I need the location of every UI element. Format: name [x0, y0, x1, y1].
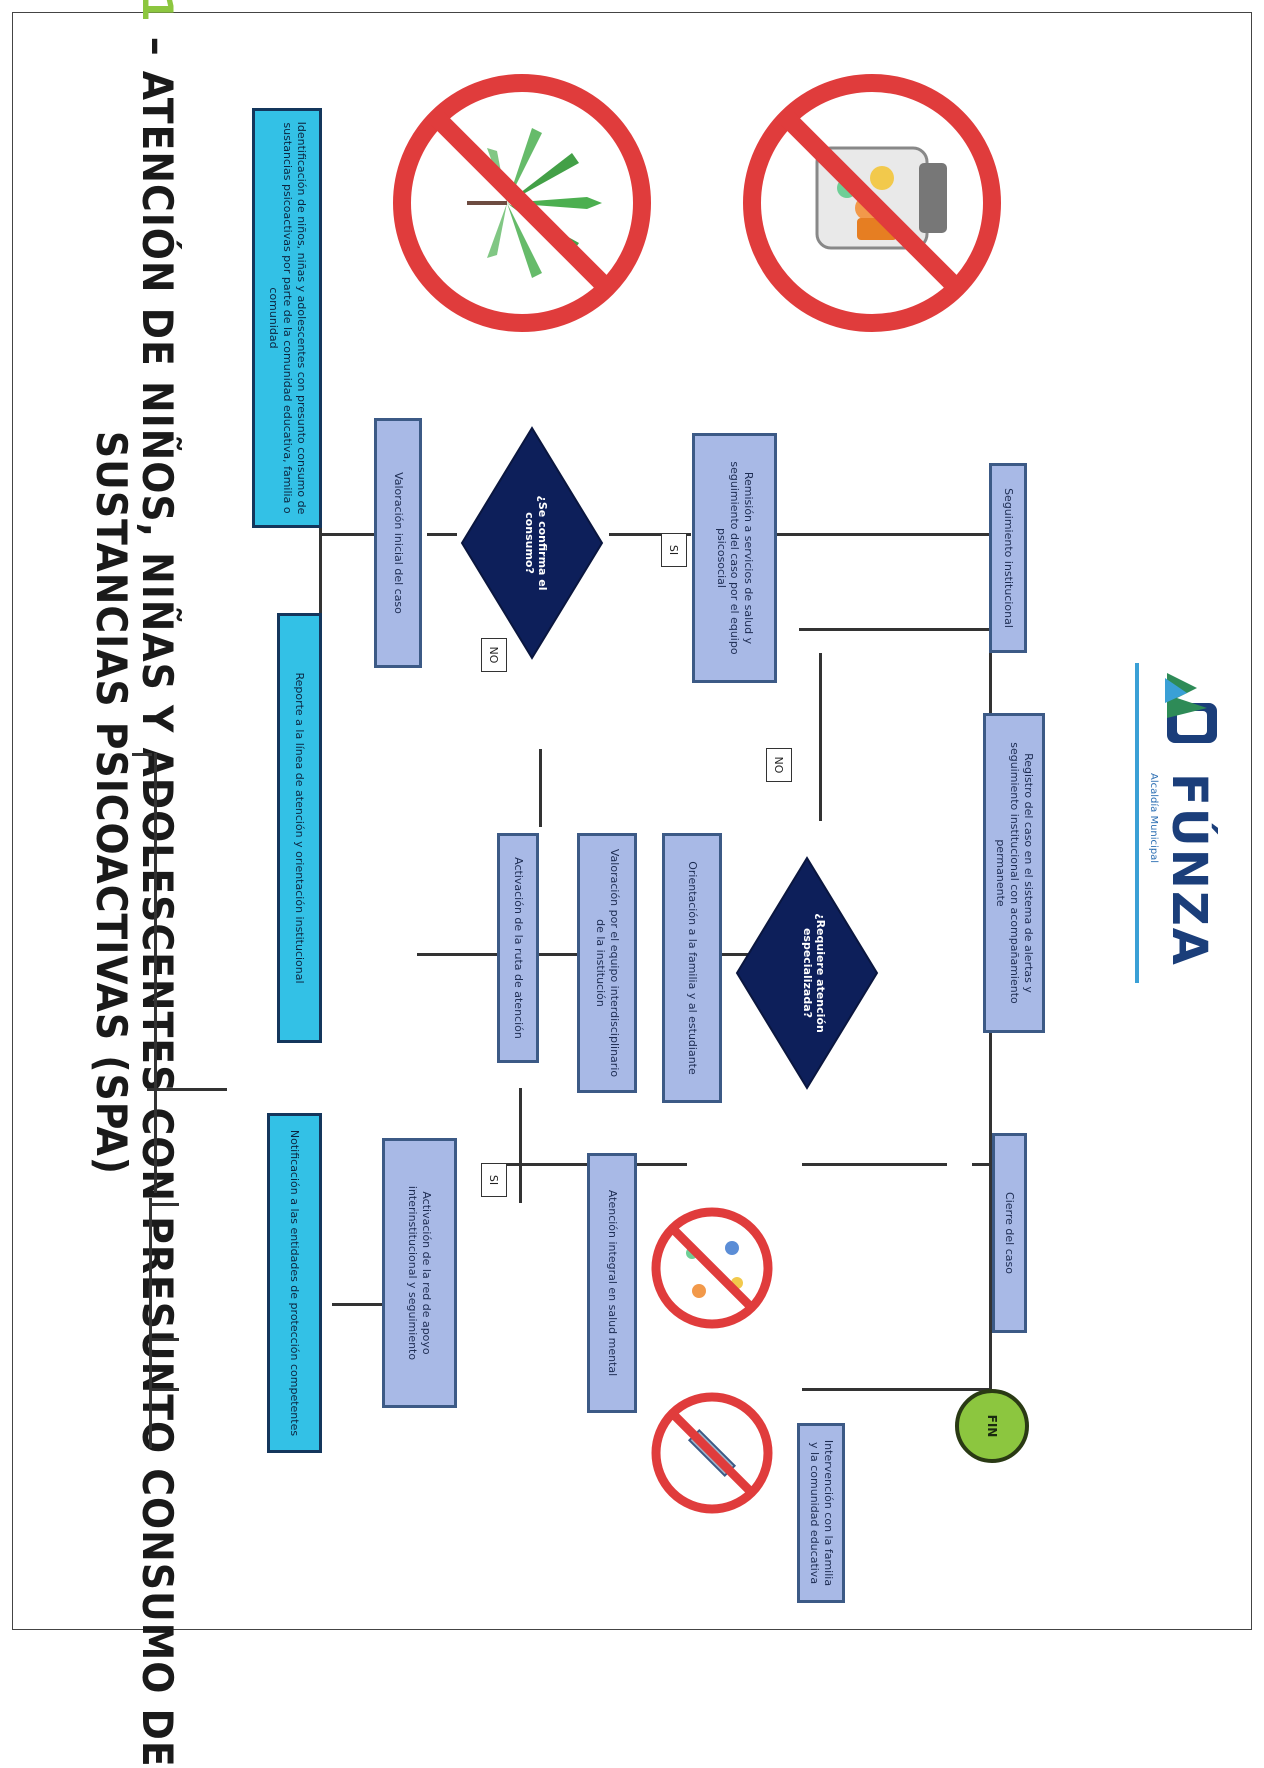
connector-line	[149, 1198, 152, 1448]
title-line-1: RUTA 11 – ATENCIÓN DE NIÑOS, NIÑAS Y ADO…	[133, 0, 183, 1768]
connector-line	[149, 1203, 179, 1206]
connector-line	[132, 753, 152, 756]
logo-emblem-icon	[1165, 673, 1217, 743]
connector-line	[154, 753, 157, 1193]
page-frame: RUTA 11 – ATENCIÓN DE NIÑOS, NIÑAS Y ADO…	[12, 0, 1252, 1768]
connector-line	[799, 628, 989, 631]
box-valoracion-inicial: Valoración inicial del caso	[374, 418, 422, 668]
cyan-box-identificacion: Identificación de niños, niñas y adolesc…	[252, 108, 322, 528]
box-red-apoyo: Activación de la red de apoyo interinsti…	[382, 1138, 457, 1408]
syringe-icon	[651, 1392, 773, 1514]
tag-si: SI	[661, 533, 687, 567]
tag-no: NO	[481, 638, 507, 672]
decision-diamond-2-label: ¿Requiere atención especializada?	[800, 913, 827, 1033]
connector-line	[427, 533, 457, 536]
logo-name: FÚNZA	[1161, 773, 1217, 967]
box-orientacion-familia: Orientación a la familia y al estudiante	[662, 833, 722, 1103]
tag-no: NO	[766, 748, 792, 782]
pill-bottle-icon	[743, 74, 1001, 332]
cyan-box-reporte: Reporte a la línea de atención y orienta…	[277, 613, 322, 1043]
connector-line	[539, 749, 542, 827]
rotated-canvas: RUTA 11 – ATENCIÓN DE NIÑOS, NIÑAS Y ADO…	[13, 0, 1264, 1768]
box-intervencion-familia: Intervención con la familia y la comunid…	[797, 1423, 845, 1603]
connector-line	[149, 1338, 179, 1341]
connector-line	[802, 1388, 992, 1391]
decision-diamond-1	[460, 426, 604, 660]
pills-icon	[651, 1207, 773, 1329]
box-valoracion-equipo: Valoración por el equipo interdisciplina…	[577, 833, 637, 1093]
connector-line	[972, 1163, 992, 1166]
title-line-2: SUSTANCIAS PSICOACTIVAS (SPA)	[87, 430, 136, 1176]
diagram-title: RUTA 11 – ATENCIÓN DE NIÑOS, NIÑAS Y ADO…	[79, 0, 189, 1768]
connector-line	[167, 1088, 227, 1091]
cannabis-leaf-icon	[393, 74, 651, 332]
connector-line	[149, 1388, 179, 1391]
box-atencion-salud-mental: Atención integral en salud mental	[587, 1153, 637, 1413]
connector-line	[519, 1088, 522, 1203]
tag-si: SI	[481, 1163, 507, 1197]
logo: FÚNZA Alcaldía Municipal	[1127, 663, 1237, 983]
cyan-box-notificacion: Notificación a las entidades de protecci…	[267, 1113, 322, 1453]
title-ruta: RUTA 11	[133, 0, 182, 23]
box-remision: Remisión a servicios de salud y seguimie…	[692, 433, 777, 683]
connector-line	[802, 1163, 947, 1166]
title-line1-rest: – ATENCIÓN DE NIÑOS, NIÑAS Y ADOLESCENTE…	[133, 22, 183, 1768]
end-node: FIN	[955, 1389, 1029, 1463]
connector-line	[322, 533, 367, 536]
box-activacion-ruta: Activación de la ruta de atención	[497, 833, 539, 1063]
decision-diamond-2	[735, 856, 879, 1090]
logo-tagline: Alcaldía Municipal	[1148, 773, 1159, 864]
logo-underline	[1135, 663, 1139, 983]
connector-line	[147, 1088, 167, 1091]
box-registro-caso: Registro del caso en el sistema de alert…	[983, 713, 1045, 1033]
box-cierre-caso: Cierre del caso	[992, 1133, 1027, 1333]
connector-line	[777, 533, 1007, 536]
decision-diamond-1-label: ¿Se confirma el consumo?	[522, 495, 549, 591]
box-seguimiento-institucional: Seguimiento institucional	[989, 463, 1027, 653]
connector-line	[819, 653, 822, 821]
